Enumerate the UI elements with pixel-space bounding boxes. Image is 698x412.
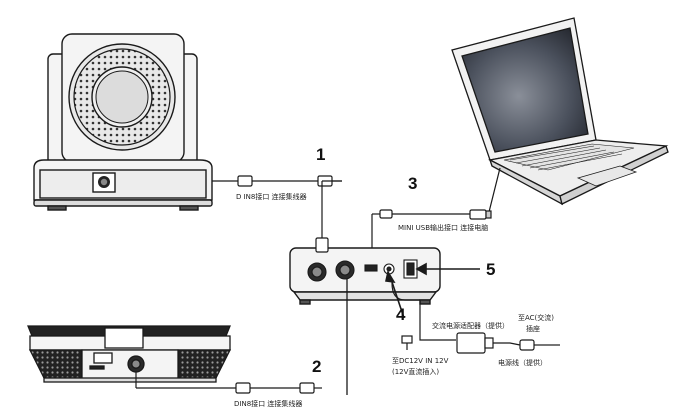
- laptop-keyboard: [503, 143, 638, 187]
- callout-4: 4: [396, 305, 406, 324]
- callout-3: 3: [408, 174, 417, 193]
- label-ac-2: 插座: [526, 324, 540, 333]
- label-ac-1: 至AC(交流): [518, 313, 554, 322]
- label-dc-1: 至DC12V IN 12V: [392, 357, 449, 365]
- label-din-camera: D IN8接口 连接集线器: [236, 192, 307, 201]
- label-mini-usb: MINI USB输出接口 连接电脑: [398, 223, 488, 232]
- label-dc-2: (12V直流插入): [392, 367, 439, 376]
- callout-2: 2: [312, 357, 321, 376]
- arrow-5: [415, 262, 480, 276]
- callout-5: 5: [486, 260, 495, 279]
- label-power-cord: 电源线（提供）: [498, 358, 547, 367]
- hub-ports: [307, 259, 418, 282]
- laptop: [451, 17, 669, 206]
- ptz-camera-front: [33, 33, 213, 211]
- ptz-camera-rear: [27, 325, 232, 383]
- cable-din-1-hub: [315, 180, 342, 253]
- callout-1: 1: [316, 145, 325, 164]
- power-adapter: [391, 282, 560, 354]
- label-din-bottom: DIN8接口 连接集线器: [234, 399, 302, 408]
- label-power-adapter: 交流电源适配器（提供）: [432, 321, 509, 330]
- cable-din-2: [135, 372, 322, 394]
